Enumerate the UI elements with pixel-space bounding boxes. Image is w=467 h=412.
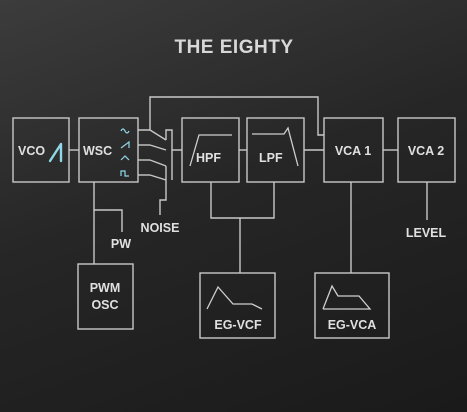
eg-vcf-label: EG-VCF bbox=[214, 318, 262, 332]
wire-to-hpf bbox=[165, 129, 182, 151]
vca1-box bbox=[323, 117, 384, 183]
wire-wsc-pw bbox=[93, 182, 123, 232]
pwm-osc-block: PWM OSC bbox=[77, 263, 134, 330]
pwm-osc-label-line2: OSC bbox=[91, 298, 118, 312]
sawtooth-small-icon bbox=[120, 140, 130, 149]
vco-box bbox=[12, 117, 70, 183]
lpf-block: LPF bbox=[246, 117, 305, 183]
vca2-box bbox=[397, 117, 456, 183]
switch-contact-1 bbox=[149, 129, 167, 141]
sawtooth-wave-icon bbox=[48, 142, 63, 163]
eg-vcf-box bbox=[199, 272, 276, 339]
square-wave-icon bbox=[120, 170, 129, 177]
triangle-wave-icon bbox=[120, 155, 130, 161]
sine-wave-icon bbox=[120, 128, 130, 134]
adsr-envelope-icon bbox=[206, 285, 263, 310]
wire-noise bbox=[159, 166, 167, 215]
noise-label: NOISE bbox=[141, 221, 180, 235]
hpf-label: HPF bbox=[196, 151, 221, 165]
low-pass-curve-icon bbox=[252, 126, 299, 167]
vca1-block: VCA 1 bbox=[323, 117, 384, 183]
eg-vca-box bbox=[314, 272, 390, 339]
eg-vca-label: EG-VCA bbox=[328, 318, 377, 332]
signal-wires bbox=[69, 96, 428, 273]
wsc-label: WSC bbox=[83, 144, 112, 158]
pw-label: PW bbox=[111, 237, 131, 251]
hpf-block: HPF bbox=[181, 117, 240, 183]
switch-contact-3 bbox=[149, 159, 167, 167]
eg-vcf-block: EG-VCF bbox=[199, 272, 276, 339]
lpf-label: LPF bbox=[259, 151, 283, 165]
adsr-envelope-icon bbox=[322, 284, 372, 310]
pwm-osc-label-line1: PWM bbox=[90, 281, 121, 295]
wire-egvcf-fork bbox=[210, 182, 275, 219]
switch-contact-4 bbox=[149, 174, 167, 181]
vca1-label: VCA 1 bbox=[335, 144, 371, 158]
hpf-box bbox=[181, 117, 240, 183]
level-label: LEVEL bbox=[406, 226, 447, 240]
vca2-label: VCA 2 bbox=[408, 144, 444, 158]
vco-block: VCO bbox=[12, 117, 70, 183]
vco-label: VCO bbox=[18, 144, 45, 158]
diagram-title: THE EIGHTY bbox=[174, 37, 293, 58]
switch-contact-2 bbox=[149, 144, 167, 151]
lpf-box bbox=[246, 117, 305, 183]
pwm-osc-box bbox=[77, 263, 134, 330]
high-pass-curve-icon bbox=[189, 134, 232, 167]
wsc-block: WSC bbox=[78, 117, 139, 183]
wsc-box bbox=[78, 117, 139, 183]
vca2-block: VCA 2 bbox=[397, 117, 456, 183]
wire-top-bus bbox=[138, 96, 324, 136]
eg-vca-block: EG-VCA bbox=[314, 272, 390, 339]
